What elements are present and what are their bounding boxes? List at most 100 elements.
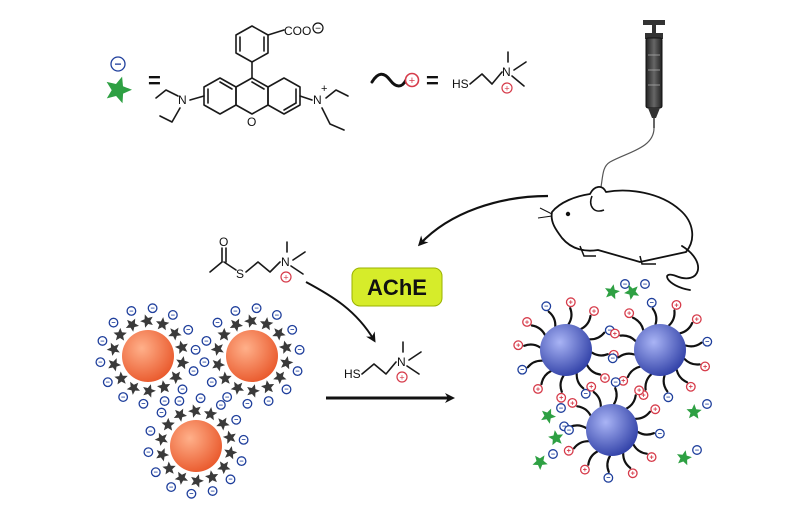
product-ammonium: N [397,355,406,369]
positive-charge-icon: + [634,385,645,396]
svg-text:+: + [613,329,617,338]
svg-text:+: + [603,373,607,382]
surface-dye-star [217,327,231,341]
surface-dye-star [108,358,122,372]
svg-text:+: + [570,398,574,407]
positive-charge-icon: + [646,452,657,463]
negative-charge-icon: − [97,335,108,346]
positive-charge-icon: + [609,328,620,339]
surface-dye-star [156,317,170,331]
negative-charge-icon: − [231,414,242,425]
reaction-arrow [305,281,376,343]
svg-text:−: − [266,396,270,405]
svg-text:−: − [106,378,110,387]
svg-text:−: − [193,345,197,354]
amine-left-label: N [178,93,187,107]
dye-star-shape [106,76,132,104]
thiol-ligand [617,352,636,359]
legend-equals-1: = [148,68,161,93]
negative-charge-icon: − [102,377,113,388]
svg-text:−: − [551,449,555,458]
surface-dye-star [204,407,218,421]
negative-charge-icon: − [143,447,154,458]
svg-text:−: − [695,445,699,454]
surface-dye-star [210,342,224,356]
green-star-icon [605,284,620,300]
green-star-icon [677,450,692,466]
svg-text:+: + [641,390,645,399]
mouse-icon [537,186,699,291]
surface-dye-star [230,381,244,395]
svg-text:+: + [703,362,707,371]
negative-charge-icon: − [517,364,528,375]
negative-charge-icon: − [271,309,282,320]
positive-charge-icon: + [685,381,696,392]
svg-text:−: − [297,345,301,354]
surface-dye-star [168,327,182,341]
aggregated-nanoparticle-cluster: ++−++−++−++−++−++−++−++−++−++−++−++− [513,297,713,483]
svg-text:+: + [649,452,653,461]
product-thiol: HS [344,367,361,381]
negative-charge-icon: − [564,425,574,435]
negative-charge-icon: − [150,467,161,478]
legend-equals-2: = [426,68,439,93]
thiol-ligand [588,331,606,341]
thiol-ligand [684,341,703,348]
gold-nanoparticle [122,330,174,382]
negative-charge-icon: − [230,306,241,316]
thiocholine-product: HS N + [344,341,422,383]
svg-text:−: − [239,456,243,465]
surface-dye-star [113,327,127,341]
surface-dye-star [217,461,231,475]
aggregated-gold-nanoparticle [634,324,686,376]
thiol-ligand [651,307,658,326]
dispersed-nanoparticle-cluster: −−−−−−−−−−−−−−−−−−−−−−−−−−−−−−−−−−−−−−−−… [95,303,305,499]
negative-charge-icon: − [199,357,210,368]
thiol-ligand [523,343,542,349]
thiol-label: HS [452,77,469,91]
svg-text:+: + [536,384,540,393]
svg-text:−: − [295,366,299,375]
thiol-ligand [625,394,637,410]
surface-dye-star [125,318,139,332]
negative-charge-icon: − [287,324,298,335]
surface-dye-star [162,461,176,475]
svg-text:−: − [705,399,709,408]
svg-text:−: − [198,394,202,403]
surface-dye-star [174,471,188,485]
svg-text:−: − [121,392,125,401]
svg-text:−: − [275,310,279,319]
acetylthiocholine-structure: O S N + [209,235,306,283]
thiol-ligand [540,370,552,386]
surface-dye-star [156,448,170,462]
surface-dye-star [272,327,286,341]
surface-dye-star [106,342,120,356]
gold-nanoparticle [226,330,278,382]
surface-dye-star [273,371,287,385]
svg-text:+: + [516,341,520,350]
thiol-ligand [683,357,701,366]
svg-text:−: − [154,468,158,477]
green-star-icon: − [106,56,132,104]
svg-text:−: − [148,426,152,435]
surface-dye-star [157,380,171,394]
svg-text:−: − [658,429,662,438]
thiol-ligand [587,450,599,466]
svg-text:+: + [409,75,415,87]
green-star-icon [624,284,640,300]
surface-dye-star [176,356,190,370]
positive-charge-icon: + [533,384,543,394]
negative-charge-icon: − [607,353,618,364]
surface-dye-star [205,470,219,484]
ammonium-label: N [502,65,511,79]
negative-charge-icon: − [156,407,167,418]
negative-charge-icon: − [603,472,614,483]
negative-charge-icon: − [201,335,212,346]
svg-text:+: + [621,376,625,385]
surface-dye-star [278,340,292,354]
negative-charge-icon: − [108,317,119,328]
rhodamine-structure: COO − O N N [155,22,349,131]
thiol-ligand [576,405,592,417]
positive-charge-icon: + [671,299,682,310]
